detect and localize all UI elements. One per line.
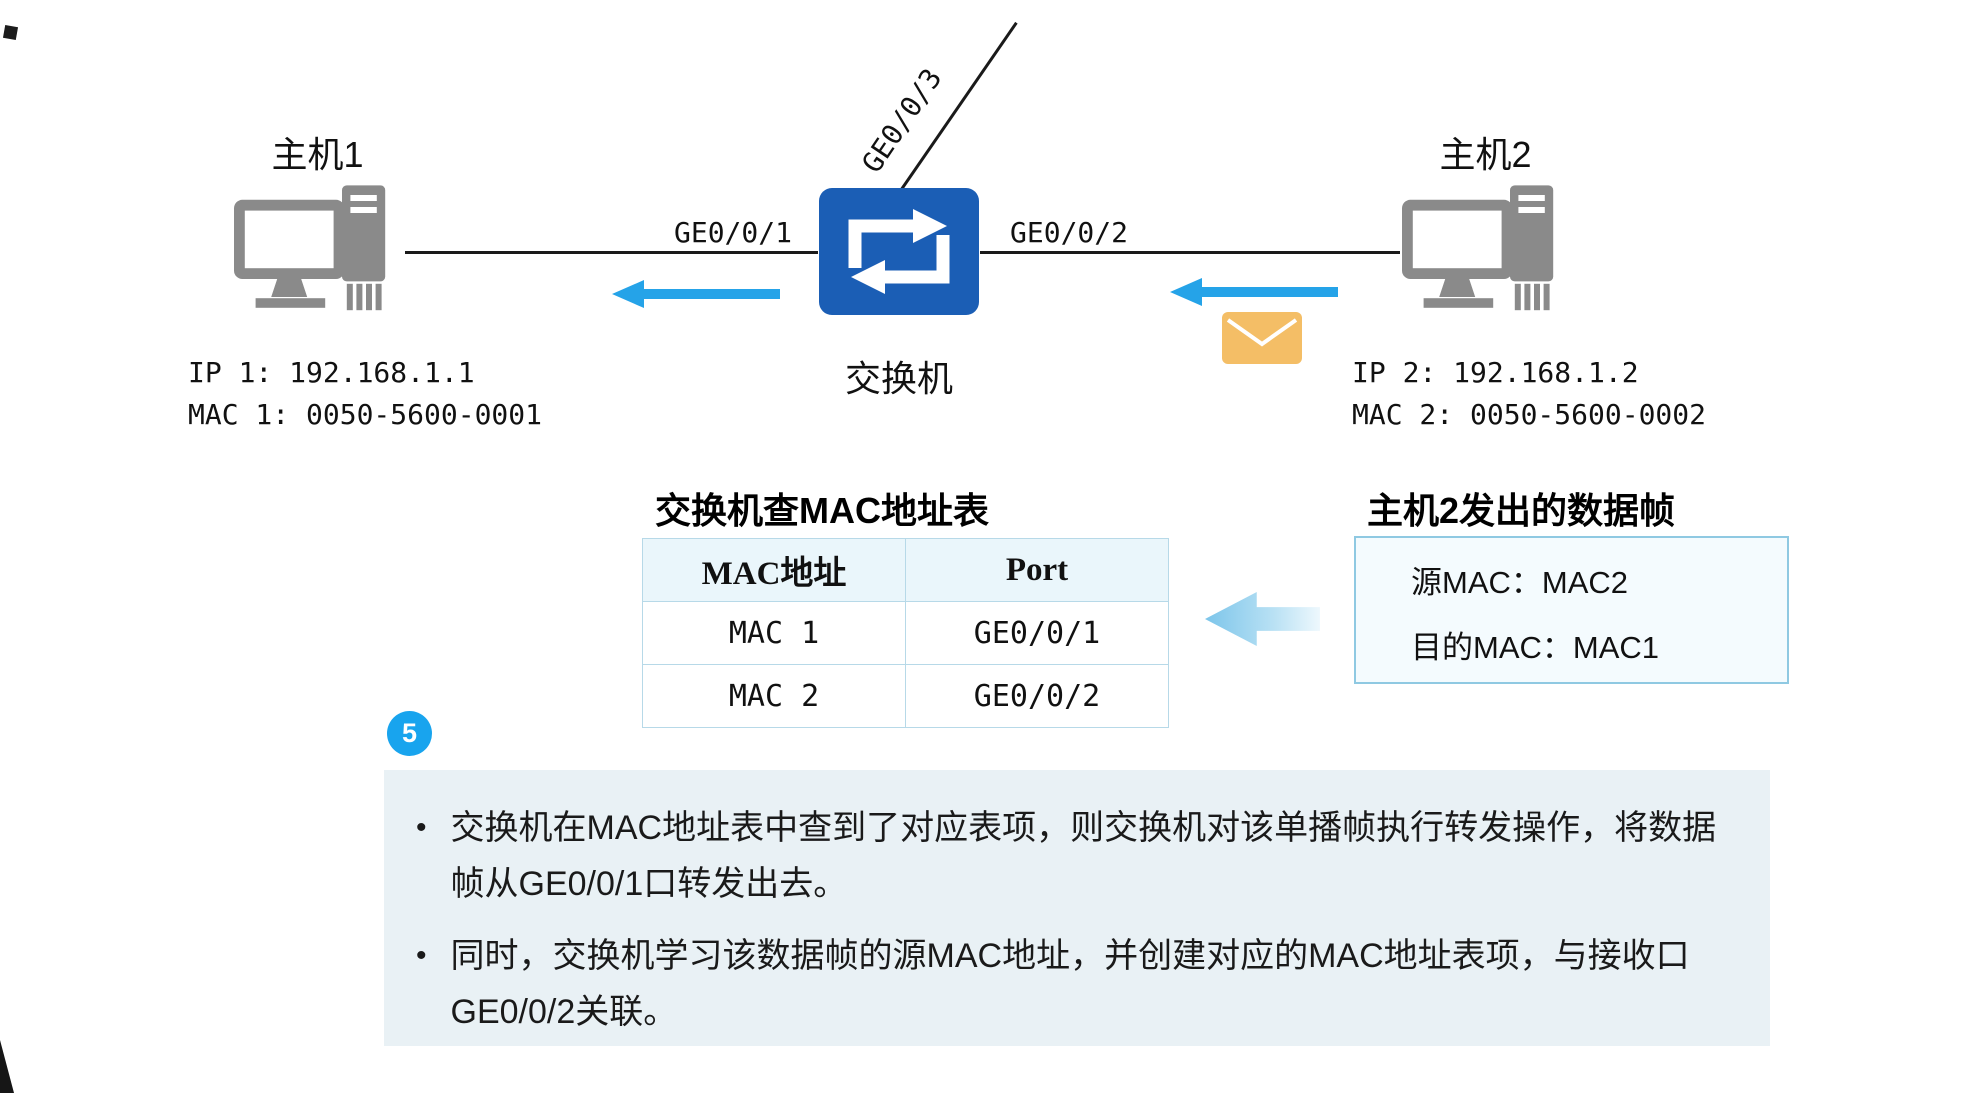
bullet-icon: • [416,811,427,844]
host1-computer-icon [234,185,386,311]
incoming-left-arrow-icon [1170,278,1338,306]
host2-ip: IP 2: 192.168.1.2 [1352,356,1639,389]
forward-left-arrow-icon [612,280,780,308]
host1-label: 主机1 [271,134,364,175]
link-host1-switch [405,251,818,254]
envelope-icon [1222,312,1302,364]
switch-icon [819,188,979,315]
host1-ip: IP 1: 192.168.1.1 [188,356,475,389]
frame-destination-mac: 目的MAC：MAC1 [1411,630,1660,665]
host1-mac: MAC 1: 0050-5600-0001 [188,398,543,431]
table-row: MAC 1 GE0/0/1 [642,601,1169,665]
table-row: MAC 2 GE0/0/2 [642,664,1169,728]
mac-table-cell-port1: GE0/0/1 [905,601,1169,665]
list-item: • 同时，交换机学习该数据帧的源MAC地址，并创建对应的MAC地址表项，与接收口… [416,928,1730,1040]
frame-box-title: 主机2发出的数据帧 [1367,490,1676,531]
frame-to-table-arrow-icon [1205,592,1320,646]
mac-table-cell-port2: GE0/0/2 [905,664,1169,728]
mac-table-header-row: MAC地址 Port [642,538,1169,602]
video-artifact [2,24,19,41]
port-label-ge0-0-3: GE0/0/3 [855,62,949,179]
mac-table-title: 交换机查MAC地址表 [655,490,989,531]
frame-source-mac: 源MAC：MAC2 [1411,565,1629,600]
frame-box: 源MAC：MAC2 目的MAC：MAC1 [1354,536,1789,684]
port-label-ge0-0-2: GE0/0/2 [1010,216,1129,249]
mac-address-table: MAC地址 Port MAC 1 GE0/0/1 MAC 2 GE0/0/2 [642,538,1169,728]
mac-table-header-port: Port [905,538,1169,602]
mac-table-header-mac: MAC地址 [642,538,906,602]
explanation-panel: • 交换机在MAC地址表中查到了对应表项，则交换机对该单播帧执行转发操作，将数据… [384,770,1770,1046]
explanation-bullet-2: 同时，交换机学习该数据帧的源MAC地址，并创建对应的MAC地址表项，与接收口GE… [450,937,1690,1031]
mac-table-cell-mac2: MAC 2 [642,664,906,728]
mac-table-cell-mac1: MAC 1 [642,601,906,665]
video-artifact [0,1040,14,1093]
host2-computer-icon [1402,185,1554,311]
step-number-badge: 5 [387,711,432,756]
host2-mac: MAC 2: 0050-5600-0002 [1352,398,1707,431]
host2-label: 主机2 [1439,134,1532,175]
switch-label: 交换机 [844,358,953,399]
explanation-bullet-1: 交换机在MAC地址表中查到了对应表项，则交换机对该单播帧执行转发操作，将数据帧从… [450,809,1717,903]
port-label-ge0-0-1: GE0/0/1 [673,216,792,249]
host1-info: IP 1: 192.168.1.1 MAC 1: 0050-5600-0001 [188,352,542,436]
bullet-icon: • [416,939,427,972]
link-switch-host2 [980,251,1400,254]
list-item: • 交换机在MAC地址表中查到了对应表项，则交换机对该单播帧执行转发操作，将数据… [416,800,1730,912]
host2-info: IP 2: 192.168.1.2 MAC 2: 0050-5600-0002 [1352,352,1706,436]
